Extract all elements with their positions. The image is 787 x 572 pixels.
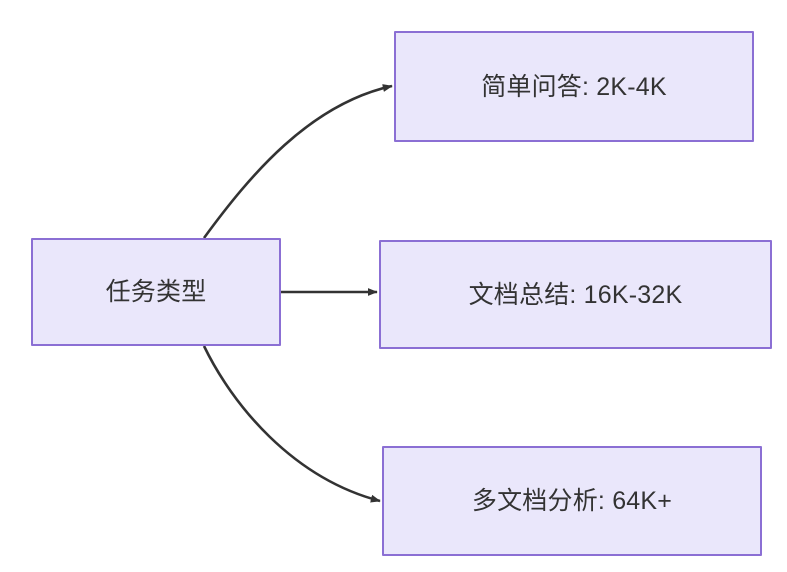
node-document-summary-label: 文档总结: 16K-32K xyxy=(468,280,683,309)
edge-root-to-multi-doc xyxy=(202,345,381,503)
node-simple-qa[interactable]: 简单问答: 2K-4K xyxy=(394,31,754,142)
node-document-summary[interactable]: 文档总结: 16K-32K xyxy=(379,240,772,349)
node-multi-document-analysis[interactable]: 多文档分析: 64K+ xyxy=(382,446,762,556)
node-multi-document-analysis-label: 多文档分析: 64K+ xyxy=(471,487,673,515)
node-task-type[interactable]: 任务类型 xyxy=(31,238,281,346)
node-task-type-label: 任务类型 xyxy=(105,278,207,306)
edge-root-to-simple-qa xyxy=(202,84,393,239)
node-simple-qa-label: 简单问答: 2K-4K xyxy=(481,72,667,101)
